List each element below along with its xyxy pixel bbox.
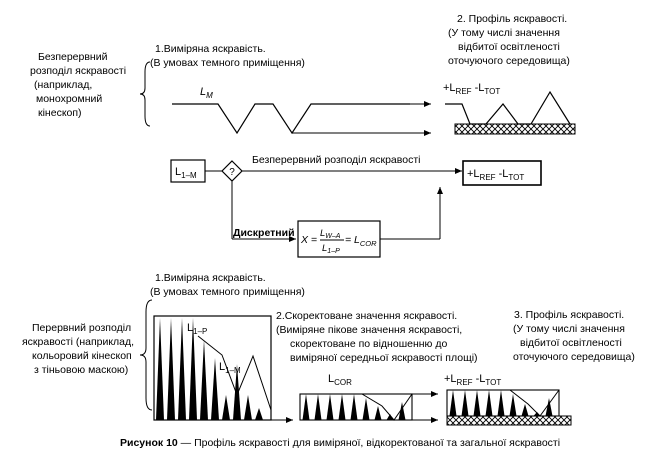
bottom-l1p-label: L1–P bbox=[187, 322, 207, 336]
top-side-label: Безперервний розподіл яскравості (наприк… bbox=[30, 51, 129, 119]
top-ref-tot-label: +LREF -LTOT bbox=[443, 82, 500, 96]
bottom-corrected-envelope bbox=[361, 393, 413, 421]
top-brace bbox=[139, 61, 151, 127]
bottom-profile-envelope bbox=[509, 389, 560, 417]
decision-mark: ? bbox=[229, 167, 235, 178]
top-ambient-hatch bbox=[454, 123, 576, 135]
spike bbox=[302, 394, 310, 420]
bottom-corrected-title: 2.Скоректоване значення яскравості. (Вим… bbox=[276, 310, 478, 364]
spike bbox=[461, 390, 469, 416]
spike bbox=[326, 394, 334, 420]
formula-box bbox=[297, 220, 381, 258]
formula-result: = LCOR bbox=[345, 234, 377, 248]
bottom-profile-title: 3. Профіль яскравості. (У тому числі зна… bbox=[513, 309, 635, 363]
spike bbox=[362, 398, 370, 420]
spike bbox=[497, 390, 505, 416]
spike bbox=[374, 406, 382, 420]
top-profile-title: 2. Профіль яскравості. (У тому числі зна… bbox=[448, 13, 570, 67]
spike bbox=[449, 390, 457, 416]
bottom-ambient-hatch bbox=[446, 415, 572, 426]
spike bbox=[398, 402, 406, 420]
spike bbox=[178, 318, 186, 420]
spike bbox=[211, 358, 219, 420]
top-measured-profile bbox=[172, 103, 410, 135]
bottom-measured-spikes bbox=[156, 318, 263, 420]
bottom-measured-title: 1.Виміряна яскравість. (В умовах темного… bbox=[150, 272, 305, 298]
spike bbox=[473, 390, 481, 416]
spike bbox=[314, 394, 322, 420]
output-label: +LREF -LTOT bbox=[467, 168, 524, 182]
spike bbox=[200, 340, 208, 420]
spike bbox=[255, 408, 263, 420]
output-box bbox=[462, 160, 542, 186]
formula-numerator: LW–A bbox=[320, 228, 341, 240]
spike bbox=[485, 390, 493, 416]
top-lm-label: LM bbox=[200, 86, 213, 100]
spike bbox=[386, 414, 394, 420]
spike bbox=[222, 395, 230, 420]
spike bbox=[167, 318, 175, 420]
spike bbox=[244, 395, 252, 420]
figure-caption: Рисунок 10 — Профіль яскравості для вимі… bbox=[120, 437, 560, 449]
input-l1m-label: L1–M bbox=[175, 166, 197, 180]
bottom-corrected-spikes bbox=[302, 394, 406, 420]
spike bbox=[233, 364, 241, 420]
bottom-measured-envelope bbox=[197, 335, 272, 411]
top-measured-title: 1.Виміряна яскравість. (В умовах темного… bbox=[150, 43, 305, 69]
formula-denominator: L1–P bbox=[322, 243, 340, 255]
bottom-brace bbox=[139, 299, 153, 411]
top-profile-curve bbox=[445, 90, 571, 125]
spike bbox=[156, 318, 164, 420]
spike bbox=[509, 394, 517, 416]
bottom-side-label: Перервний розподіл яскравості (наприклад… bbox=[22, 322, 137, 376]
discrete-label: Дискретний bbox=[233, 227, 295, 239]
bottom-ref-tot-label: +LREF -LTOT bbox=[444, 373, 501, 387]
continuous-label: Безперервний розподіл яскравості bbox=[252, 154, 420, 166]
spike bbox=[189, 318, 197, 420]
formula-x: X = bbox=[300, 234, 317, 246]
spike bbox=[545, 398, 553, 416]
bottom-lcor-label: LCOR bbox=[328, 373, 352, 387]
bottom-profile-spikes bbox=[449, 390, 553, 416]
spike bbox=[521, 404, 529, 416]
bottom-l1m-label: L1–M bbox=[219, 361, 241, 375]
spike bbox=[350, 394, 358, 420]
spike bbox=[338, 394, 346, 420]
